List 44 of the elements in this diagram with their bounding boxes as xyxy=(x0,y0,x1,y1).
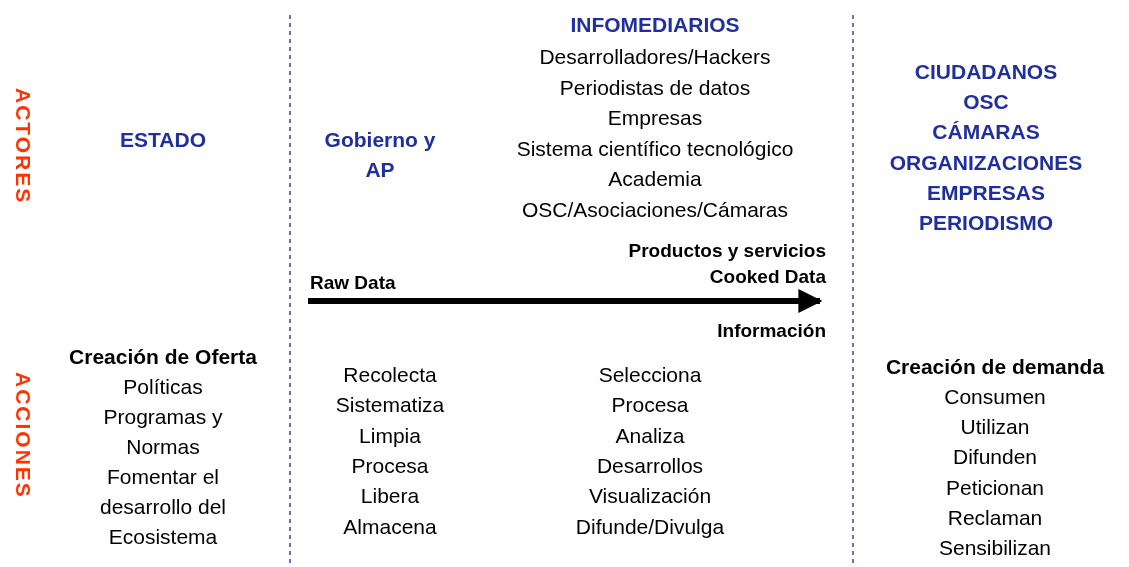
actor-heading: INFOMEDIARIOS xyxy=(569,12,741,38)
action-item: Utilizan xyxy=(959,414,1031,441)
action-item: Políticas xyxy=(122,374,204,400)
actor-item: ORGANIZACIONES xyxy=(888,149,1084,176)
action-item: Analiza xyxy=(614,422,686,449)
action-item: Selecciona xyxy=(597,362,703,388)
action-item: Sensibilizan xyxy=(937,535,1053,561)
actor-item: Desarrolladores/Hackers xyxy=(538,44,772,70)
actor-item: CIUDADANOS xyxy=(913,59,1059,85)
action-item: Desarrollos xyxy=(595,452,705,479)
actor-item: CÁMARAS xyxy=(931,119,1041,146)
action-item: Limpia xyxy=(358,422,422,449)
action-item: Programas y Normas xyxy=(102,404,224,460)
action-item: Consumen xyxy=(943,384,1047,410)
action-item: Procesa xyxy=(610,392,690,419)
actor-item: EMPRESAS xyxy=(926,179,1046,206)
arrow-label: Productos y servicios xyxy=(627,239,826,263)
arrow-label: Información xyxy=(716,319,826,343)
action-item: Sistematiza xyxy=(334,392,446,419)
actor-item: Periodistas de datos xyxy=(558,74,752,101)
arrow-label: Raw Data xyxy=(310,271,397,295)
action-item: Difunden xyxy=(951,444,1039,471)
actor-item: PERIODISMO xyxy=(917,210,1055,236)
action-heading: Creación de demanda xyxy=(884,354,1106,380)
arrow-label: Cooked Data xyxy=(708,265,826,289)
actor-heading: Gobierno y AP xyxy=(323,127,437,183)
action-heading: Creación de Oferta xyxy=(68,344,258,370)
action-item: Visualización xyxy=(587,483,713,510)
action-item: Fomentar el desarrollo del Ecosistema xyxy=(98,464,228,550)
actor-item: Empresas xyxy=(606,105,704,131)
action-item: Reclaman xyxy=(946,504,1044,531)
action-item: Procesa xyxy=(350,452,430,479)
action-item: Almacena xyxy=(342,513,438,540)
actor-item: OSC/Asociaciones/Cámaras xyxy=(520,196,790,223)
action-item: Difunde/Divulga xyxy=(574,513,726,540)
actor-item: Sistema científico tecnológico xyxy=(515,135,795,162)
row-heading: ACCIONES xyxy=(11,372,36,499)
action-item: Libera xyxy=(359,483,421,510)
actor-item: Academia xyxy=(607,166,703,192)
action-item: Recolecta xyxy=(342,362,438,388)
actor-item: OSC xyxy=(962,89,1010,116)
actor-heading: ESTADO xyxy=(119,127,207,153)
row-heading: ACTORES xyxy=(11,88,36,205)
action-item: Peticionan xyxy=(944,474,1046,501)
